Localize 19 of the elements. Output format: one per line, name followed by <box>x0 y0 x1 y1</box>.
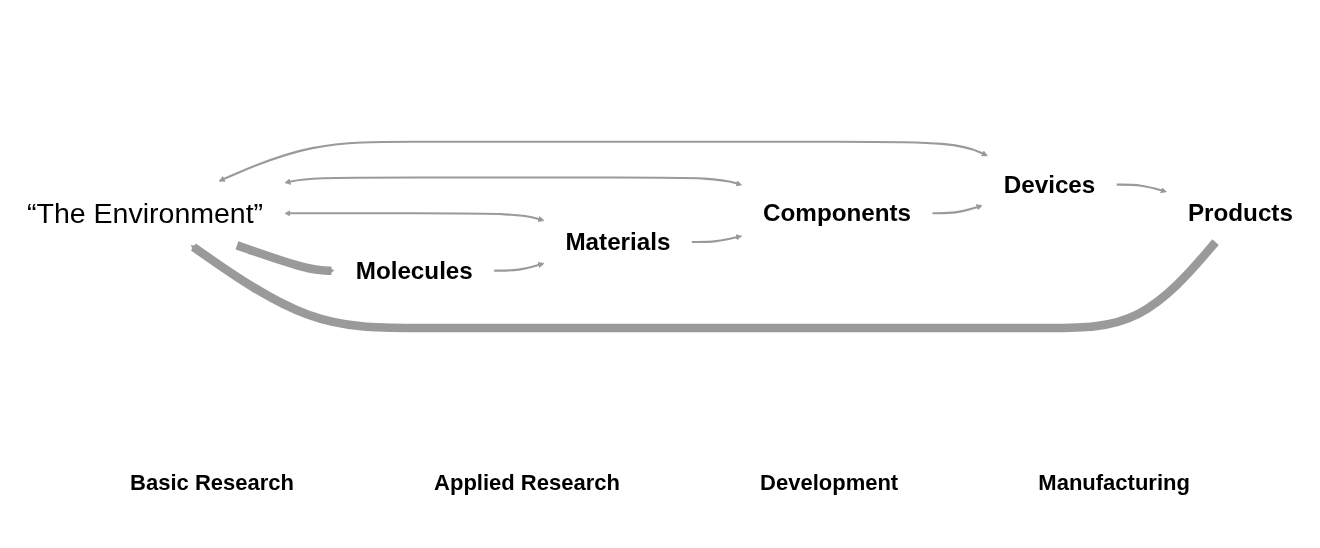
arrow <box>1116 183 1167 194</box>
node-text: Components <box>763 199 912 227</box>
stage-label: Applied Research <box>434 470 620 496</box>
stage-label: Manufacturing <box>1038 470 1190 496</box>
node-text: “The Environment” <box>27 197 264 230</box>
node-text: Devices <box>1003 170 1096 198</box>
arrow <box>235 241 335 276</box>
node-text: Molecules <box>355 256 473 284</box>
node-text: Materials <box>565 228 671 256</box>
arrow <box>218 140 988 182</box>
arrow <box>190 239 1219 333</box>
arrow <box>932 204 983 215</box>
arrow <box>284 176 742 187</box>
node-text: Products <box>1187 199 1293 227</box>
stage-label: Development <box>760 470 899 496</box>
arrow <box>691 234 742 244</box>
arrow <box>494 262 545 272</box>
stage-label: Basic Research <box>130 470 294 496</box>
arrow <box>284 210 545 223</box>
